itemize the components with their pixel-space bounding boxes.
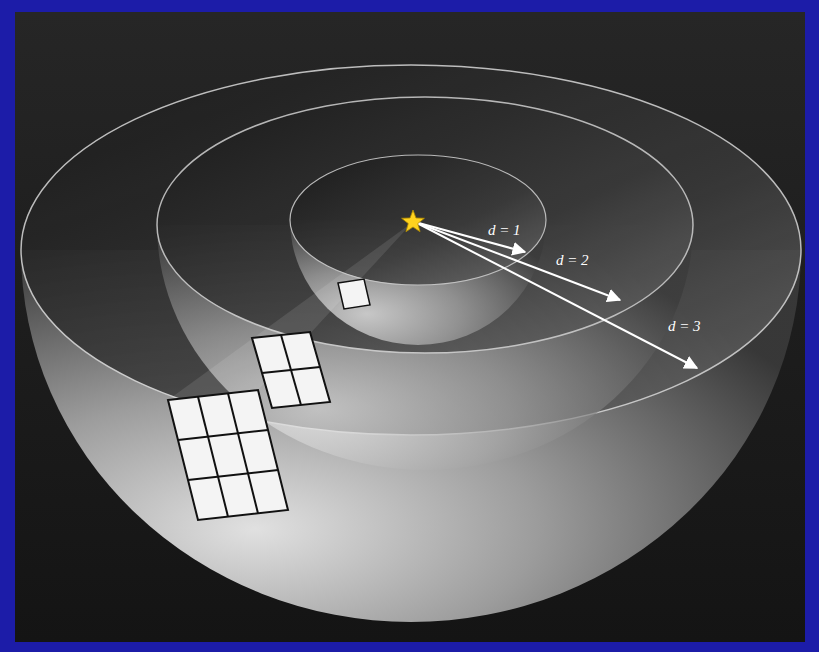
distance-arrow-1 xyxy=(415,222,525,252)
light-source-star xyxy=(402,210,425,232)
inner-rim xyxy=(290,155,546,285)
distance-arrow-3 xyxy=(415,222,697,368)
middle-rim xyxy=(157,97,693,353)
distance-label: d = 3 xyxy=(668,318,701,335)
dark-ground xyxy=(15,12,805,642)
area-grid-2 xyxy=(252,332,330,408)
area-square-1 xyxy=(338,279,370,309)
distance-arrow-2 xyxy=(415,222,620,300)
distance-label: d = 1 xyxy=(488,222,521,239)
light-beam xyxy=(168,222,413,520)
area-grid-3 xyxy=(168,390,288,520)
distance-label: d = 2 xyxy=(556,252,589,269)
